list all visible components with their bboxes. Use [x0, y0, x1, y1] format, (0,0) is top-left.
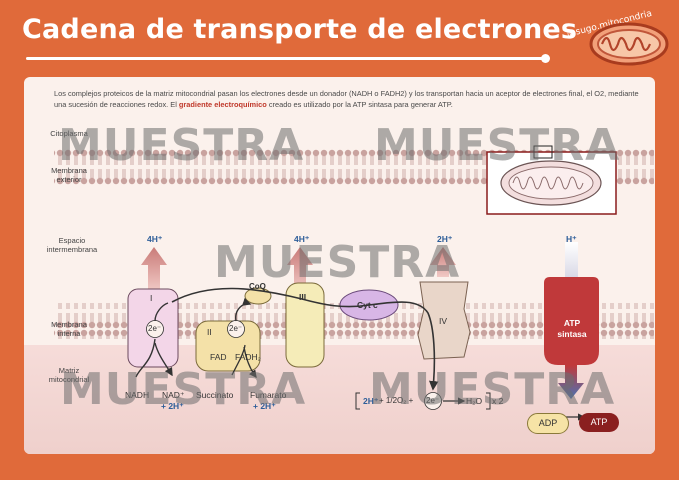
- succinato-label: Succinato: [196, 390, 234, 400]
- atp-synthase: [544, 277, 599, 365]
- complex-4: [417, 281, 471, 360]
- proton-label-c1: 4H⁺: [147, 234, 163, 244]
- atp-synthase-down-arrow: [558, 365, 584, 399]
- complex-1-label: I: [150, 293, 153, 303]
- complex-2-label: II: [207, 327, 212, 337]
- nad-label: NAD⁺: [162, 390, 185, 400]
- page-title: Cadena de transporte de electrones: [22, 14, 578, 45]
- watermark-5: MUESTRA: [369, 364, 616, 415]
- complex-3: [285, 282, 325, 368]
- proton-arrow-c1: [141, 247, 167, 291]
- atp-badge: ATP: [579, 413, 619, 432]
- complex-2: [195, 320, 261, 372]
- proton-arrow-c4: [430, 247, 456, 277]
- cytc-label: Cyt c: [357, 300, 378, 310]
- zone-membrana-exterior: Membrana exterior: [51, 166, 87, 184]
- etc-diagram: [24, 145, 655, 454]
- fadh2-label: FADH₂: [235, 352, 261, 362]
- electron-path: [171, 287, 439, 391]
- fumarato-h-label: + 2H⁺: [253, 401, 276, 411]
- watermark-3: MUESTRA: [214, 237, 461, 288]
- watermark-4: MUESTRA: [60, 364, 307, 415]
- electrons-c2: 2e⁻: [229, 324, 243, 333]
- proton-arrow-c3: [287, 247, 313, 291]
- watermark-1: MUESTRA: [58, 120, 305, 171]
- proton-label-c4: 2H⁺: [437, 234, 453, 244]
- title-underline: [26, 57, 546, 60]
- electrons-c1: 2e⁻: [148, 324, 162, 333]
- diagram-card: Los complejos proteicos de la matriz mit…: [24, 77, 655, 454]
- eq-electrons: 2e⁻: [426, 396, 440, 405]
- nadh-label: NADH: [125, 390, 150, 400]
- intro-text: Los complejos proteicos de la matriz mit…: [54, 89, 639, 109]
- mitochondria-logo-icon: [589, 22, 669, 66]
- proton-label-c3: 4H⁺: [294, 234, 310, 244]
- eq-2h: 2H⁺: [363, 396, 379, 406]
- proton-arrow-atp: [565, 242, 578, 277]
- complex-4-label: IV: [439, 316, 448, 326]
- atp-sintasa-label: ATP sintasa: [557, 318, 587, 339]
- title-underline-dot: [541, 54, 550, 63]
- zone-citoplasma: Citoplasma: [50, 129, 88, 138]
- adp-badge: ADP: [527, 413, 569, 434]
- zone-membrana-interna: Membrana interna: [51, 320, 87, 338]
- eq-o2: + 1/2O₂ +: [379, 396, 414, 405]
- eq-x2: x 2: [492, 396, 504, 406]
- coq-label: CoQ: [249, 282, 266, 291]
- fumarato-label: Fumarato: [250, 390, 287, 400]
- fad-label: FAD: [210, 352, 227, 362]
- zone-matriz: Matriz mitocondrial: [48, 366, 90, 384]
- complex-3-label: III: [299, 292, 307, 302]
- watermark-2: MUESTRA: [374, 120, 621, 171]
- nad-h-label: + 2H⁺: [161, 401, 184, 411]
- eq-h2o: H₂O: [466, 396, 483, 406]
- zone-espacio-intermembrana: Espacio intermembrana: [46, 236, 98, 254]
- proton-label-atp: H⁺: [566, 234, 577, 244]
